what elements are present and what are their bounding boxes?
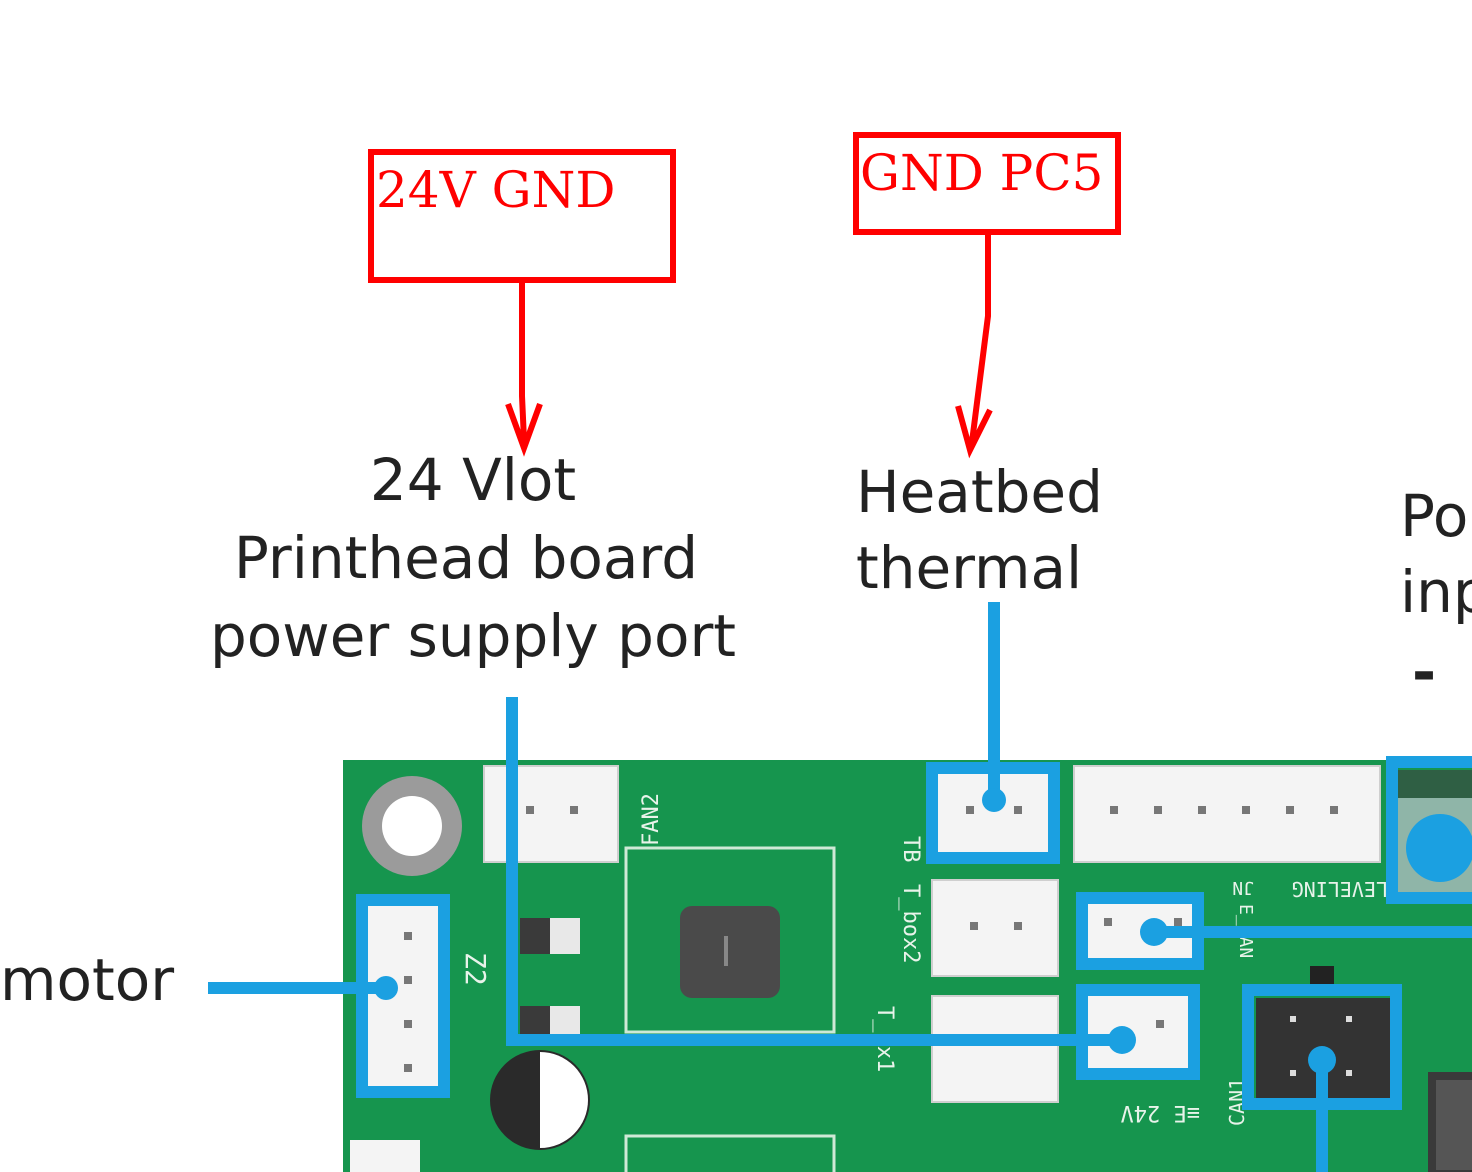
description-labels: 24 Vlot Printhead board power supply por…	[0, 446, 1472, 1014]
leveling-connector	[1073, 765, 1381, 863]
mcu-outline	[624, 846, 836, 1034]
silk-tb: TB	[898, 836, 923, 863]
highlight-power-input	[1386, 756, 1472, 904]
callout-text-gnd-pc5: GND PC5	[860, 144, 1103, 202]
fan2-connector	[483, 765, 619, 863]
mcu-chip	[680, 906, 780, 998]
24v-connector	[1086, 992, 1194, 1072]
highlight-motor	[356, 894, 450, 1098]
label-power-input-line3: -	[1412, 638, 1436, 706]
callout-text-24v-gnd: 24V GND	[376, 161, 615, 219]
label-heatbed-line1: Heatbed	[856, 458, 1103, 526]
leader-power-supply	[506, 697, 1122, 1046]
label-power-line3: power supply port	[210, 602, 736, 670]
label-power-line2: Printhead board	[234, 524, 698, 592]
blue-dots	[374, 788, 1336, 1074]
blue-annotations	[208, 602, 1472, 1172]
label-motor: motor	[0, 946, 174, 1014]
highlight-24v	[1076, 984, 1200, 1080]
silk-e24v: ≡E 24V	[1121, 1100, 1200, 1125]
silk-fan2: FAN2	[639, 793, 664, 846]
label-power-input-line2: inp	[1400, 558, 1472, 626]
label-power-input-line1: Po	[1400, 482, 1468, 550]
tbox1-connector	[931, 995, 1059, 1103]
motor-connector	[357, 895, 447, 1095]
red-arrow-2	[969, 232, 991, 443]
red-arrow-1	[519, 280, 527, 441]
red-callouts: 24V GND GND PC5	[368, 132, 1121, 459]
silk-leveling: LEVELING	[1292, 877, 1388, 901]
label-heatbed-line2: thermal	[856, 534, 1082, 602]
silk-jn: JN	[1232, 877, 1254, 898]
pcb-board: FAN2 TB T_box2 T_bx1 Z2 ≡E 24V CAN1 LEVE…	[343, 760, 1472, 1172]
label-power-line1: 24 Vlot	[370, 446, 576, 514]
silk-z2: Z2	[459, 952, 492, 986]
silk-tbox2: T_box2	[898, 884, 923, 963]
tbox2-connector	[931, 879, 1059, 977]
